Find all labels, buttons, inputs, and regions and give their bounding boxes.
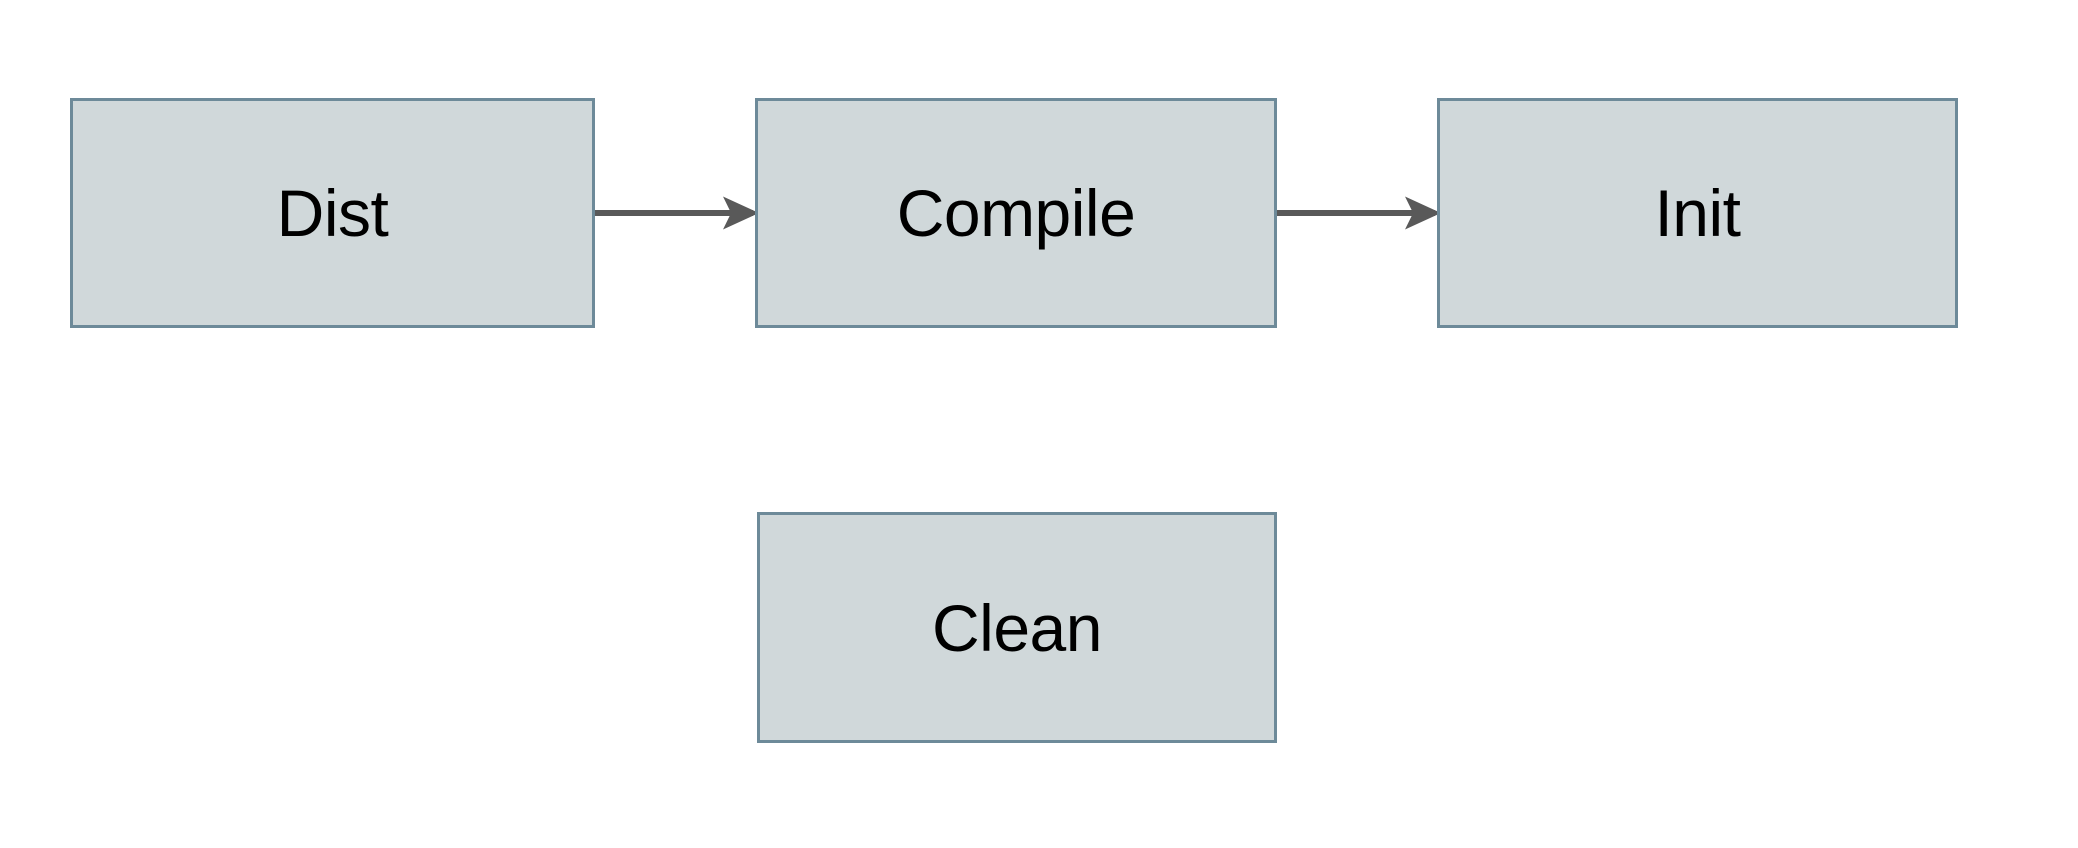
- node-compile-label: Compile: [896, 176, 1136, 250]
- node-init-label: Init: [1654, 176, 1741, 250]
- node-compile[interactable]: Compile: [755, 98, 1277, 328]
- node-dist[interactable]: Dist: [70, 98, 595, 328]
- node-init[interactable]: Init: [1437, 98, 1958, 328]
- node-dist-label: Dist: [276, 176, 389, 250]
- node-clean[interactable]: Clean: [757, 512, 1277, 743]
- node-clean-label: Clean: [932, 590, 1102, 665]
